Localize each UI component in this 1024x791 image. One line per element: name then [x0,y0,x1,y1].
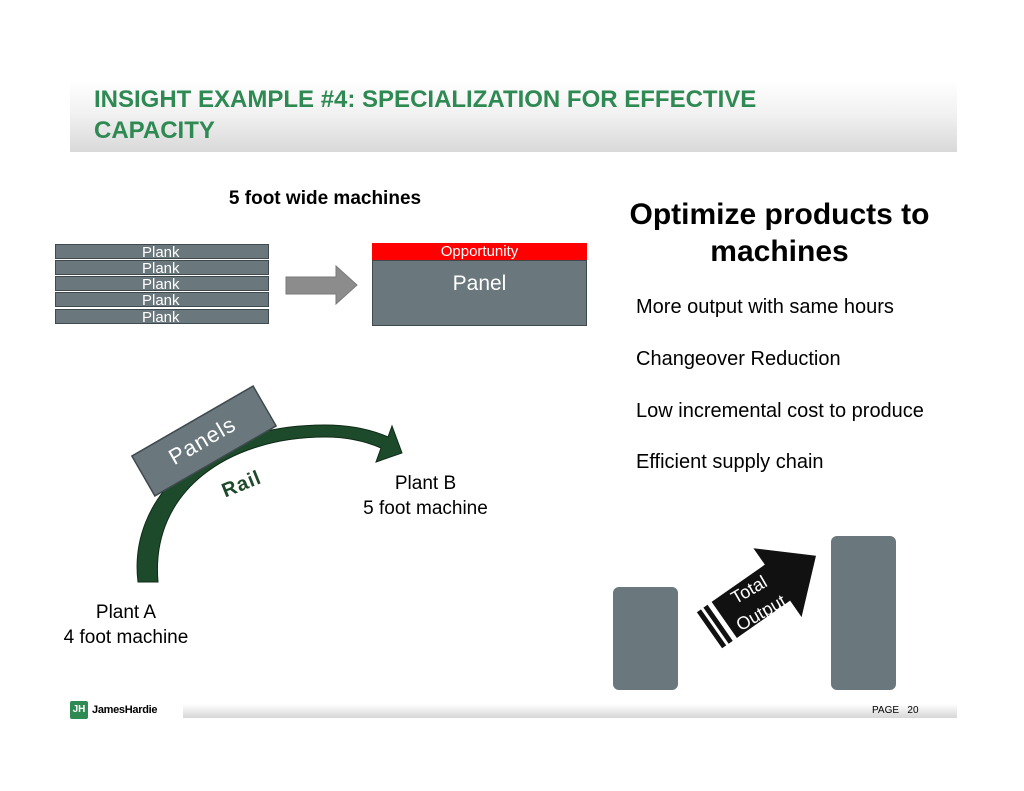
opportunity-bar: Opportunity [372,243,587,260]
bullet-item: Efficient supply chain [636,451,824,473]
panels-box [130,385,278,497]
machines-heading: 5 foot wide machines [228,188,422,209]
panel-box: Panel [372,260,587,326]
right-arrow-icon [285,264,358,306]
rail-label: Rail [219,467,265,503]
page-number: PAGE 20 [872,705,919,716]
footer-bar [183,704,957,718]
panel-label: Panel [452,272,507,295]
optimize-heading: Optimize products to machines [612,196,947,270]
plant-a-label: Plant A 4 foot machine [50,600,202,650]
bullet-item: Changeover Reduction [636,348,841,370]
slide-title-line1: INSIGHT EXAMPLE #4: SPECIALIZATION FOR E… [94,86,757,113]
bullet-item: Low incremental cost to produce [636,400,924,422]
james-hardie-logo-icon: JH [70,701,88,719]
bullet-item: More output with same hours [636,296,894,318]
slide-title: INSIGHT EXAMPLE #4: SPECIALIZATION FOR E… [94,84,874,146]
plant-a-name: Plant A [95,602,157,623]
plank-1: Plank [55,244,269,260]
optimize-heading-line1: Optimize products to [629,198,930,231]
plant-b-label: Plant B 5 foot machine [348,471,503,521]
page-label-text: PAGE [872,705,900,716]
optimize-heading-line2: machines [710,235,849,268]
plank-4: Plank [55,292,269,308]
total-output-arrow-icon [696,548,816,649]
plant-b-machine: 5 foot machine [363,498,488,519]
plant-a-machine: 4 foot machine [63,627,189,648]
plank-2: Plank [55,260,269,276]
title-band [70,80,957,152]
large-output-bar [831,536,896,690]
plant-b-name: Plant B [394,473,457,494]
small-output-bar [613,587,678,690]
slide-title-line2: CAPACITY [94,117,215,144]
page-number-value: 20 [907,705,919,716]
company-logo-text: JamesHardie [92,704,158,716]
plank-5: Plank [55,309,269,325]
plank-3: Plank [55,276,269,292]
